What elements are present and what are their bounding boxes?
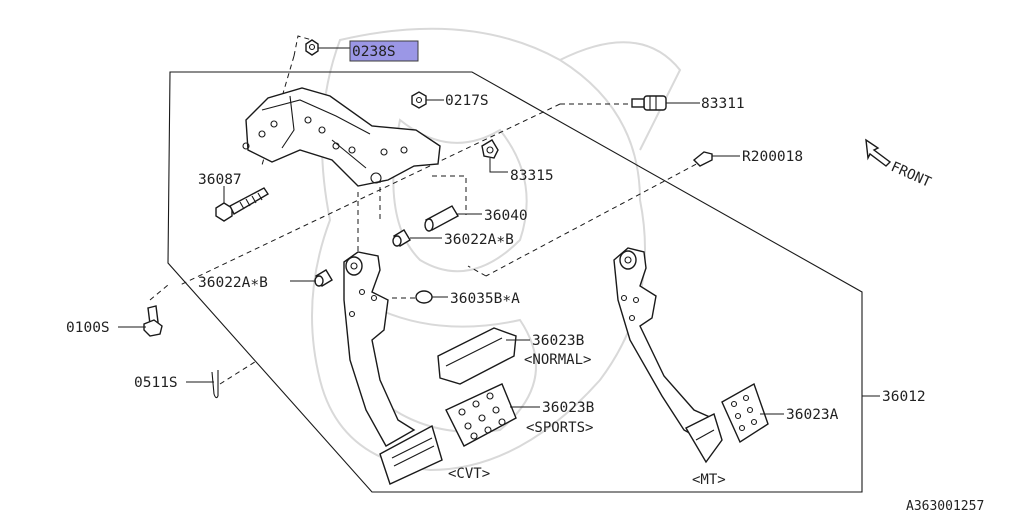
callout-36023a[interactable]: 36023A bbox=[786, 407, 839, 423]
callout-36023b-sports[interactable]: 36023B bbox=[542, 400, 595, 416]
leader-83315 bbox=[489, 158, 508, 173]
front-arrow-icon bbox=[865, 138, 892, 167]
cvt-brake-pedal-arm[interactable] bbox=[343, 251, 416, 447]
part-83315-clip[interactable] bbox=[481, 139, 499, 159]
callout-0100s[interactable]: 0100S bbox=[66, 320, 110, 336]
assembly-frame bbox=[167, 71, 863, 493]
part-36023b-normal-pad[interactable] bbox=[437, 327, 517, 385]
mt-brake-pedal-pad[interactable] bbox=[685, 413, 723, 464]
callout-83311[interactable]: 83311 bbox=[701, 96, 745, 112]
part-83311-switch[interactable] bbox=[631, 95, 667, 111]
part-36022a-lower-bushing[interactable] bbox=[314, 269, 333, 287]
note-cvt: <CVT> bbox=[448, 466, 490, 482]
callout-r200018[interactable]: R200018 bbox=[742, 149, 803, 165]
part-36040-bushing[interactable] bbox=[424, 205, 459, 232]
watermark-emblem bbox=[311, 27, 682, 472]
callout-36022a-upper[interactable]: 36022A∗B bbox=[444, 232, 514, 248]
mt-brake-pedal-arm[interactable] bbox=[613, 247, 713, 441]
note-mt: <MT> bbox=[692, 472, 726, 488]
callout-36012[interactable]: 36012 bbox=[882, 389, 926, 405]
diagram-code: A363001257 bbox=[906, 499, 984, 512]
part-36022a-upper-bushing[interactable] bbox=[392, 229, 411, 247]
callout-36087[interactable]: 36087 bbox=[198, 172, 242, 188]
callout-36023b-normal[interactable]: 36023B bbox=[532, 333, 585, 349]
highlight-0238s bbox=[349, 40, 419, 62]
callout-0238s[interactable]: 0238S bbox=[352, 44, 396, 60]
part-0217s-nut[interactable] bbox=[411, 91, 427, 109]
part-0511s-pin[interactable] bbox=[211, 370, 219, 399]
pedal-bracket[interactable] bbox=[242, 87, 441, 187]
part-0100s-bolt[interactable] bbox=[143, 305, 163, 337]
callout-0217s[interactable]: 0217S bbox=[445, 93, 489, 109]
front-direction-indicator: FRONT bbox=[865, 138, 934, 191]
callout-36022a-lower[interactable]: 36022A∗B bbox=[198, 275, 268, 291]
cvt-brake-pedal-pad[interactable] bbox=[379, 424, 443, 485]
note-sports: <SPORTS> bbox=[526, 420, 593, 436]
part-r200018-stopper[interactable] bbox=[692, 151, 713, 167]
callout-83315[interactable]: 83315 bbox=[510, 168, 554, 184]
callout-36040[interactable]: 36040 bbox=[484, 208, 528, 224]
part-36023b-sports-pad[interactable] bbox=[445, 383, 517, 447]
part-36035b-spacer[interactable] bbox=[415, 290, 433, 304]
note-normal: <NORMAL> bbox=[524, 352, 591, 368]
callout-36035b[interactable]: 36035B∗A bbox=[450, 291, 520, 307]
callout-0511s[interactable]: 0511S bbox=[134, 375, 178, 391]
front-label: FRONT bbox=[888, 159, 934, 191]
part-36023a-pad[interactable] bbox=[721, 382, 769, 444]
part-0238s-nut[interactable] bbox=[305, 39, 319, 56]
